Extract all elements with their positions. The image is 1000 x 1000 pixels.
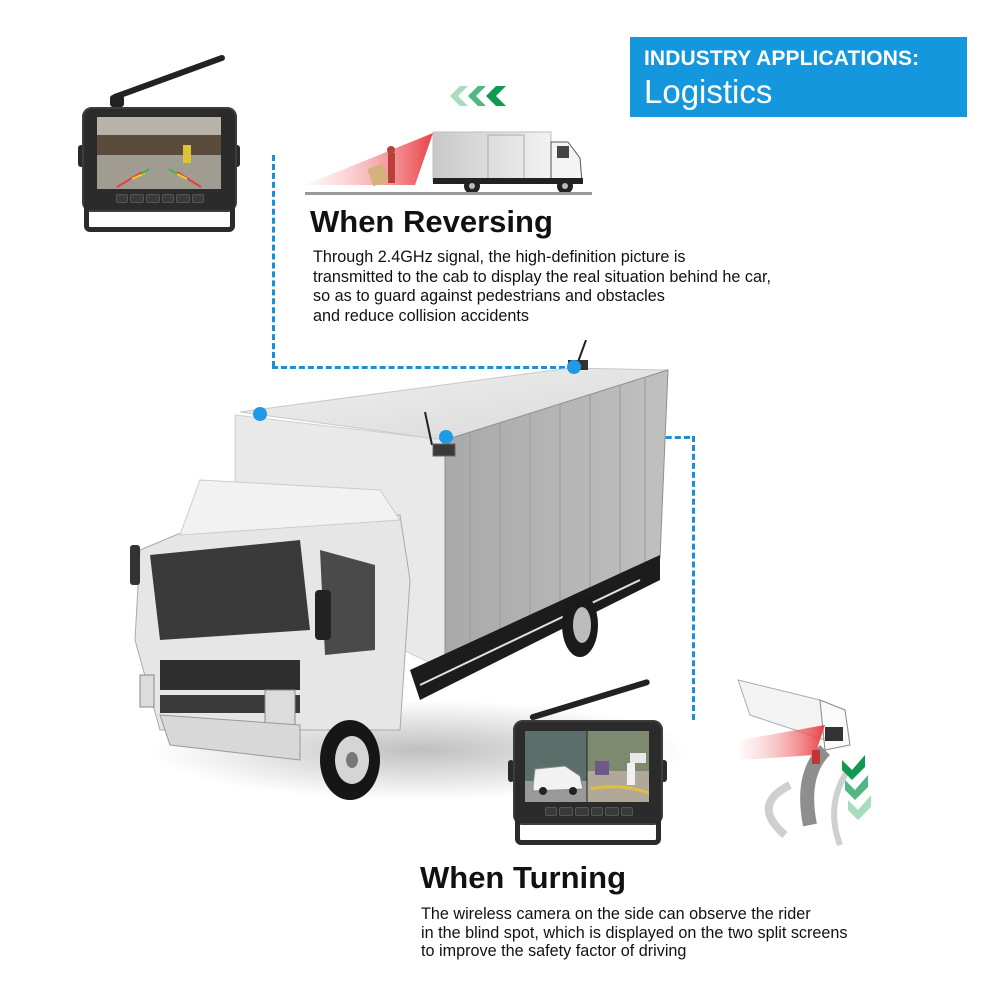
menu-button [176, 194, 190, 203]
industry-badge: INDUSTRY APPLICATIONS: Logistics [630, 37, 967, 117]
badge-title: Logistics [644, 73, 773, 110]
blind-spot-beam [740, 725, 825, 760]
mount-bracket [84, 205, 235, 232]
reversing-line: so as to guard against pedestrians and o… [313, 287, 665, 305]
right-button-icon [621, 807, 633, 816]
right-button-icon [192, 194, 204, 203]
connector-line-side-vertical [692, 436, 695, 720]
rider-icon [812, 750, 820, 764]
camera-marker-front [253, 407, 267, 421]
reversing-line: and reduce collision accidents [313, 306, 529, 325]
antenna-icon [110, 54, 226, 101]
reversing-line: Through 2.4GHz signal, the high-definiti… [313, 248, 686, 266]
blind-spot-beam [305, 133, 433, 185]
antenna-icon [529, 678, 651, 721]
power-button-icon [545, 807, 557, 816]
left-button-icon [591, 807, 603, 816]
reversing-illustration [305, 86, 592, 195]
cam-button [146, 194, 160, 203]
turning-illustration [737, 679, 871, 847]
split-view-screen [525, 731, 649, 802]
camera-marker-side [439, 430, 453, 444]
left-button-icon [162, 194, 174, 203]
camera-marker-rear [567, 360, 581, 374]
reversing-description: Through 2.4GHz signal, the high-definiti… [313, 248, 771, 326]
menu-button [605, 807, 619, 816]
cam-button [575, 807, 589, 816]
side-camera-icon [424, 411, 456, 457]
reversing-heading: When Reversing [310, 204, 553, 239]
turning-line: to improve the safety factor of driving [421, 942, 687, 960]
power-button-icon [116, 194, 128, 203]
mode-button [559, 807, 573, 816]
mount-bracket [515, 818, 661, 845]
connector-line-reverse-vertical [272, 155, 275, 367]
turning-heading: When Turning [420, 860, 627, 895]
connector-line-reverse-horizontal [272, 366, 574, 369]
reversing-line: transmitted to the cab to display the re… [313, 267, 772, 286]
turning-line: The wireless camera on the side can obse… [421, 905, 811, 923]
chevron-left-icon [450, 86, 506, 106]
turning-line: in the blind spot, which is displayed on… [421, 923, 848, 942]
badge-label: INDUSTRY APPLICATIONS: [644, 47, 920, 70]
chevron-down-icon [842, 755, 871, 820]
single-view-screen [97, 117, 221, 189]
turning-monitor [505, 665, 670, 845]
turning-description: The wireless camera on the side can obse… [421, 905, 848, 961]
mode-button [130, 194, 144, 203]
reverse-monitor [72, 54, 247, 235]
